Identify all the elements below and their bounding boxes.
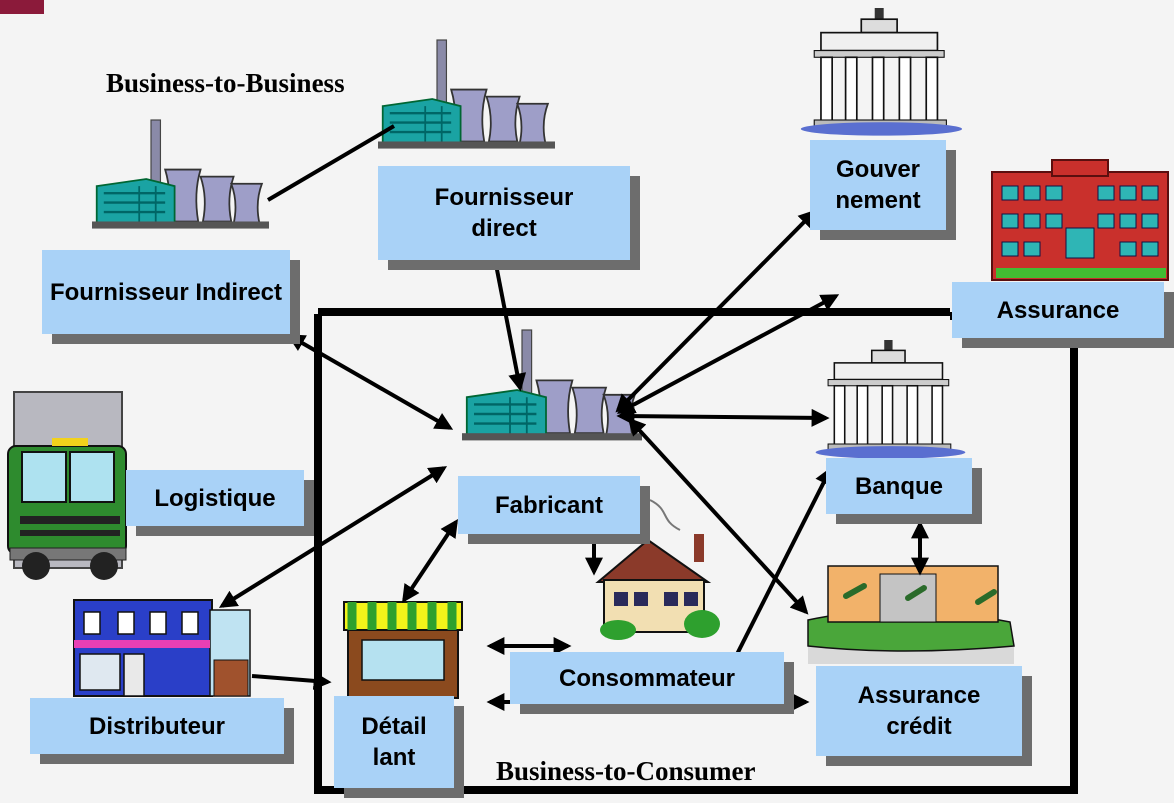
b2c-header: Business-to-Consumer bbox=[496, 756, 756, 786]
distributeur-label[interactable]: Distributeur bbox=[30, 698, 284, 754]
corner-accent-bar bbox=[0, 0, 44, 14]
b2b-header: Business-to-Business bbox=[106, 68, 345, 98]
government-building-icon bbox=[799, 7, 963, 137]
gouvernement-label[interactable]: Gouver nement bbox=[810, 140, 946, 230]
banque-label[interactable]: Banque bbox=[826, 458, 972, 514]
arrow-direct-fabricant bbox=[485, 240, 527, 392]
shop-icon bbox=[343, 601, 463, 699]
office-building-icon bbox=[991, 159, 1169, 281]
detaillant-label[interactable]: Détail lant bbox=[334, 696, 454, 788]
connection-arrows bbox=[218, 124, 929, 711]
consommateur-label[interactable]: Consommateur bbox=[510, 652, 784, 704]
arrow-fabricant-assurance bbox=[616, 294, 840, 414]
assurance-credit-label[interactable]: Assurance crédit bbox=[816, 666, 1022, 756]
arrow-distributeur-detaillant bbox=[251, 671, 332, 690]
arrow-indirect-to-direct bbox=[266, 124, 396, 202]
bank-building-icon bbox=[814, 339, 967, 460]
arrow-fabricant-banque bbox=[616, 407, 830, 427]
factory-icon bbox=[460, 328, 644, 442]
store-icon bbox=[73, 599, 251, 697]
arrow-detaillant-fabricant bbox=[402, 519, 458, 603]
arrow-consommateur-banque bbox=[726, 466, 832, 676]
arrow-distributeur-fabricant bbox=[218, 466, 448, 608]
resort-icon bbox=[807, 565, 1015, 664]
truck-icon bbox=[7, 391, 127, 580]
fournisseur-indirect-label[interactable]: Fournisseur Indirect bbox=[42, 250, 290, 334]
fabricant-label[interactable]: Fabricant bbox=[458, 476, 640, 534]
assurance-label[interactable]: Assurance bbox=[952, 282, 1164, 338]
arrow-indirect-fabricant bbox=[286, 334, 454, 430]
factory-icon bbox=[90, 118, 271, 230]
logistique-label[interactable]: Logistique bbox=[126, 470, 304, 526]
factory-icon bbox=[376, 38, 557, 150]
fournisseur-direct-label[interactable]: Fournisseur direct bbox=[378, 166, 630, 260]
